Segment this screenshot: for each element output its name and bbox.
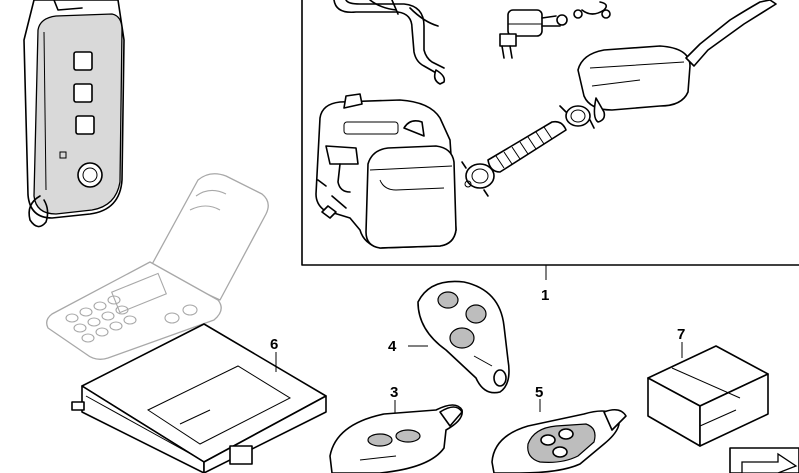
callout-4: 4 <box>388 338 397 355</box>
hose-clamp-top <box>573 1 611 19</box>
coolant-hose <box>333 0 446 85</box>
package-box <box>647 345 769 447</box>
auxiliary-heater-unit <box>315 93 457 249</box>
callout-5: 5 <box>535 384 543 401</box>
remote-control-4 <box>417 280 510 394</box>
mobile-phone-ghost <box>46 173 269 360</box>
heater-remote-fob <box>23 0 125 228</box>
leader-lines <box>275 265 683 414</box>
temperature-sensor <box>499 9 568 59</box>
group-frame <box>301 0 799 266</box>
callout-7: 7 <box>677 326 685 343</box>
exhaust-clamp <box>559 105 595 129</box>
remote-control-5 <box>491 408 627 473</box>
callout-3: 3 <box>390 384 398 401</box>
control-unit-box <box>71 323 327 473</box>
next-page-arrow-icon[interactable] <box>729 447 799 473</box>
exhaust-muffler <box>577 0 777 123</box>
hose-clamp-lower <box>461 161 495 197</box>
remote-control-3 <box>329 404 463 473</box>
flexible-exhaust-pipe <box>487 120 567 173</box>
callout-1: 1 <box>541 287 549 304</box>
callout-6: 6 <box>270 336 278 353</box>
